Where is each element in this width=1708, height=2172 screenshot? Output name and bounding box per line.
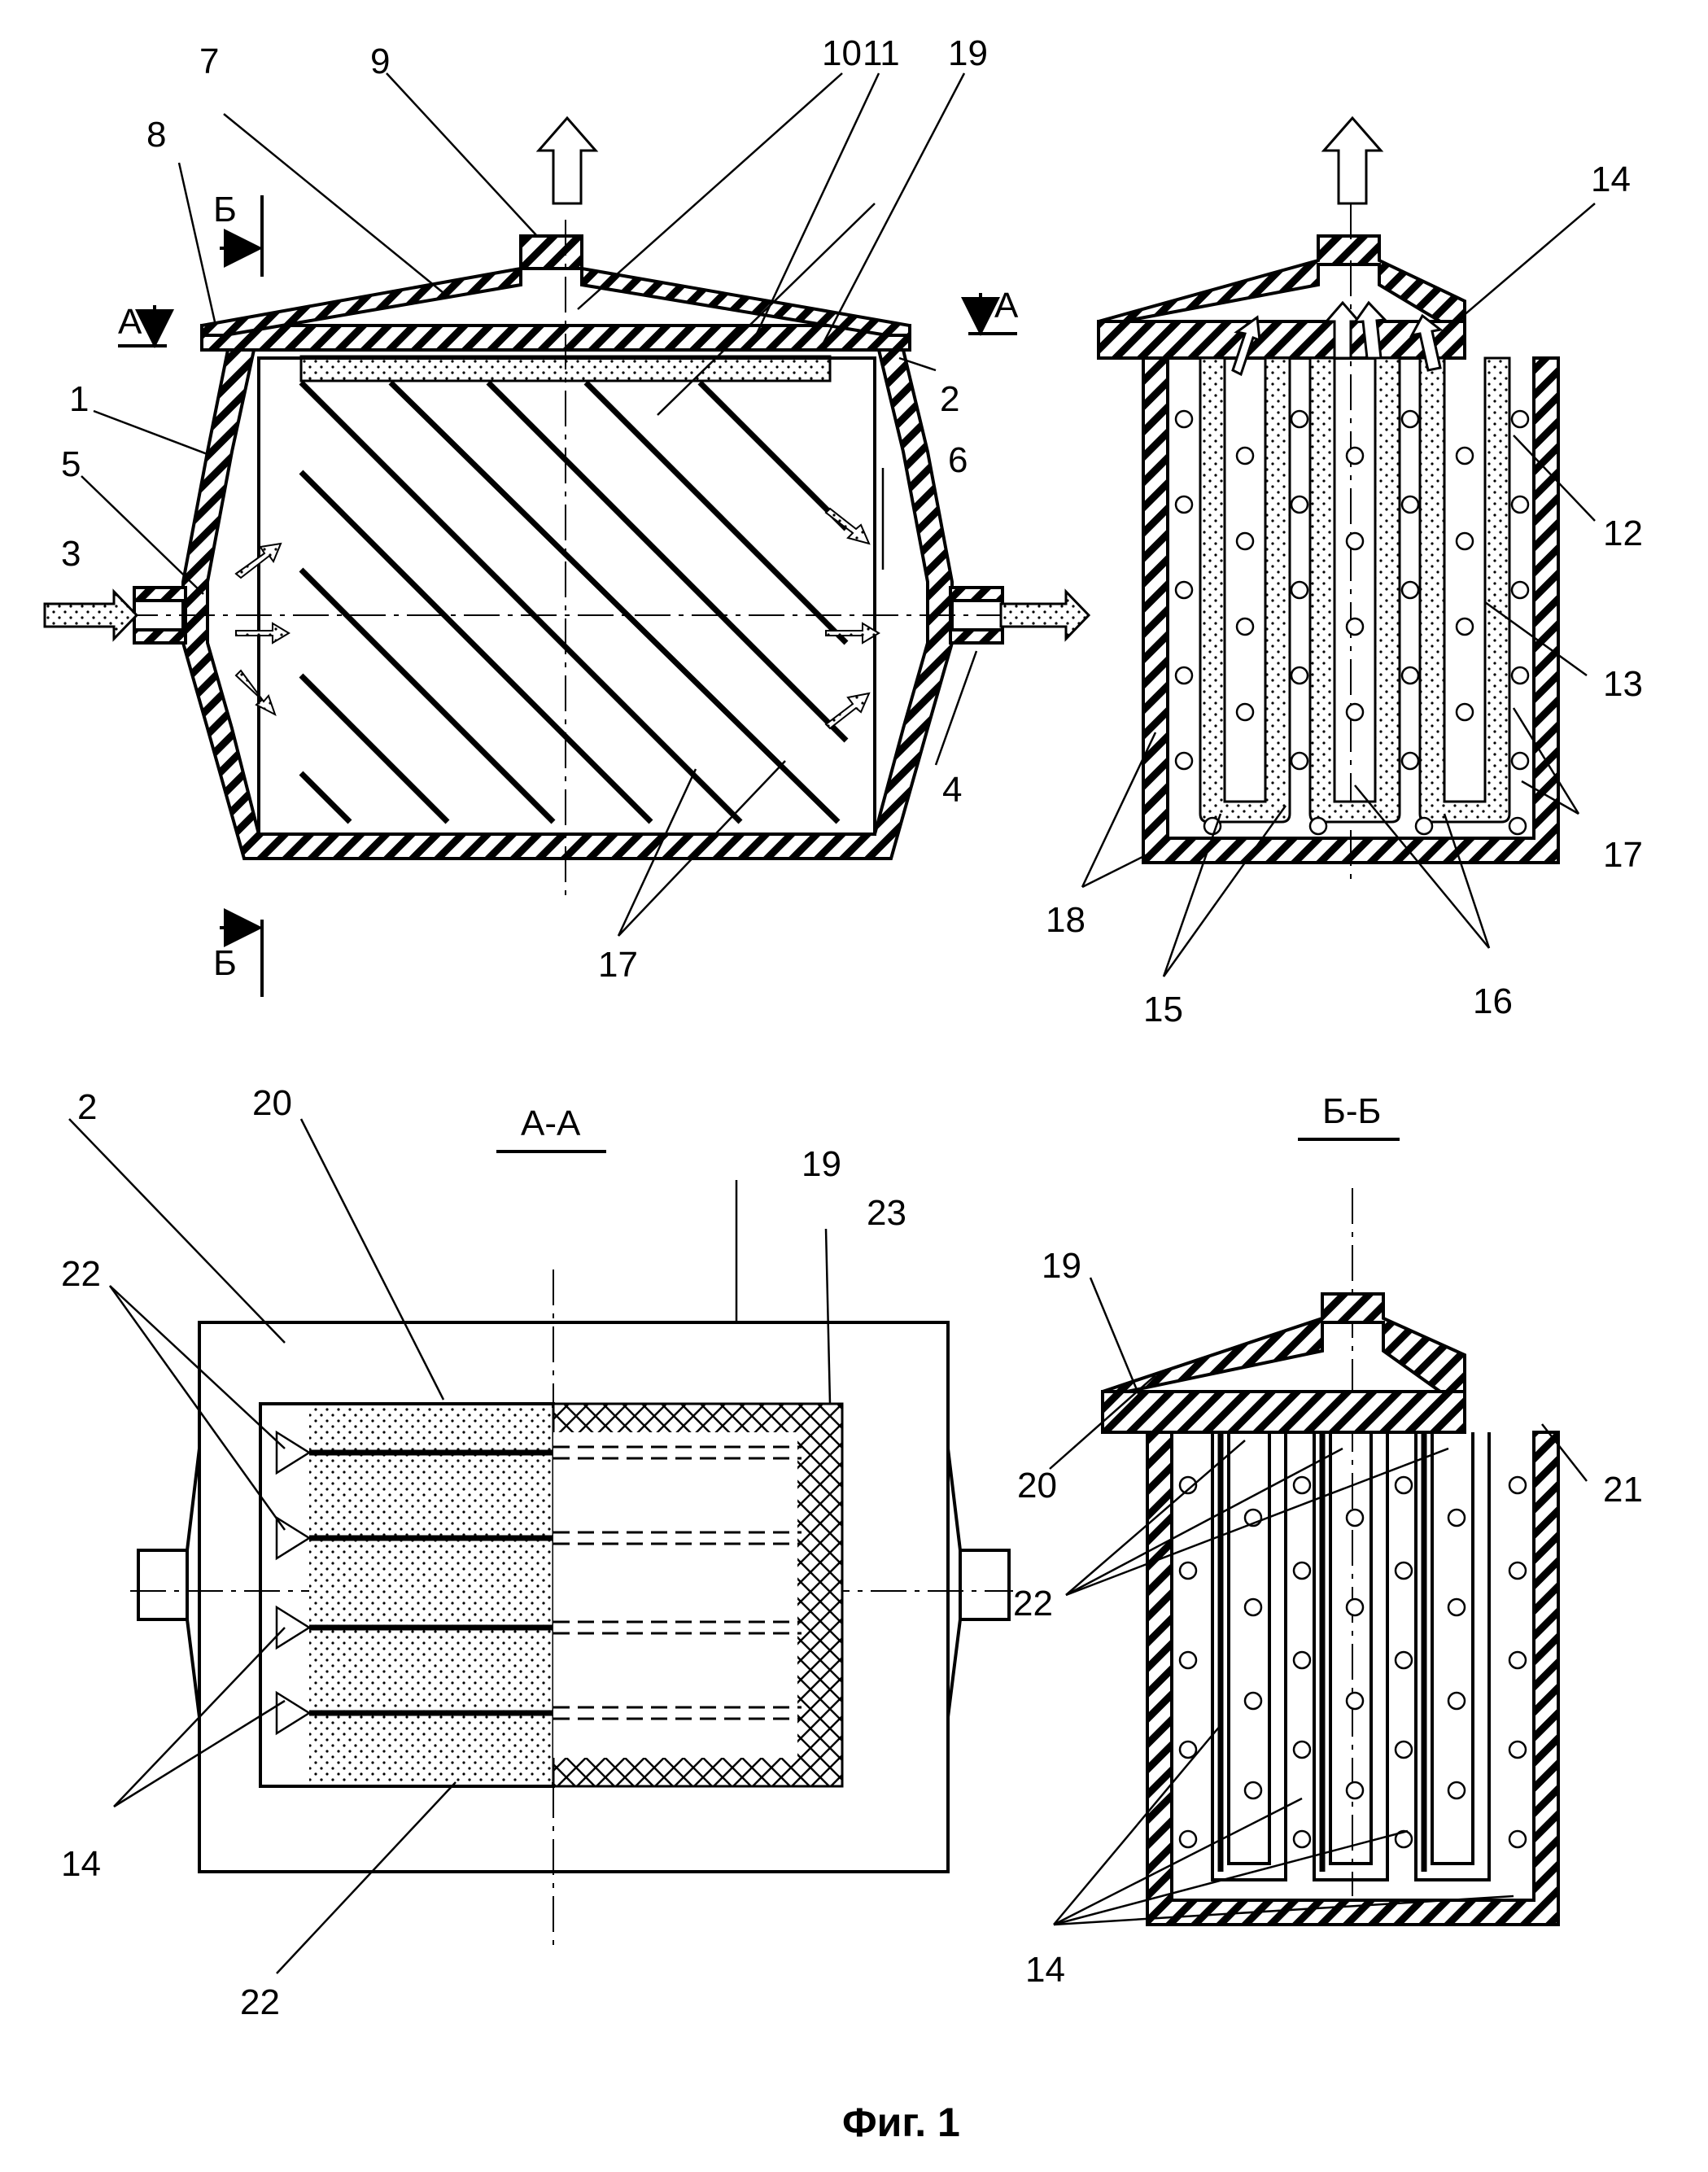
section-bb: Б-Б [1013, 1091, 1643, 1990]
inlet-arrow-icon [45, 592, 137, 639]
u-tube-membranes [1200, 358, 1509, 822]
channel-stripes [301, 382, 846, 822]
flow-arrow-icon [236, 671, 275, 715]
up-arrow-icon [539, 118, 596, 203]
part-label: 17 [598, 945, 638, 985]
part-label: 10 [822, 33, 862, 73]
dotted-filler [309, 1408, 553, 1782]
part-label: 18 [1046, 900, 1086, 940]
figure-caption: Фиг. 1 [842, 2100, 960, 2145]
part-label: 2 [77, 1087, 97, 1127]
outlet-pipe [948, 1449, 1009, 1717]
part-label: 4 [942, 770, 962, 810]
flow-arrow-icon [826, 509, 869, 544]
flow-arrow-icon [826, 693, 869, 728]
part-label: 14 [61, 1844, 101, 1884]
section-mark-label: Б [213, 943, 237, 983]
part-label: 20 [252, 1083, 292, 1123]
part-label: 16 [1473, 981, 1513, 1021]
section-mark-label: А [994, 286, 1019, 326]
flange-plate [1103, 1392, 1465, 1432]
section-title: А-А [521, 1103, 581, 1143]
part-label: 19 [1042, 1246, 1081, 1286]
section-title: Б-Б [1322, 1091, 1381, 1131]
part-label: 6 [948, 440, 968, 480]
part-label: 13 [1603, 664, 1643, 704]
part-label: 21 [1603, 1470, 1643, 1510]
part-label: 14 [1591, 160, 1631, 199]
part-label: 20 [1017, 1466, 1057, 1506]
part-label: 22 [61, 1254, 101, 1294]
flange-plate [202, 326, 910, 350]
part-label: 12 [1603, 514, 1643, 553]
flow-arrow-icon [826, 623, 879, 643]
section-aa: А-А [61, 1083, 1013, 2022]
part-label: 19 [948, 33, 988, 73]
lid [1103, 1294, 1465, 1392]
part-label: 3 [61, 534, 81, 574]
part-label: 23 [867, 1193, 906, 1233]
housing-shell [183, 350, 952, 859]
part-label: 1 [69, 379, 89, 419]
lid [1099, 236, 1465, 321]
flow-arrow-icon [236, 623, 289, 643]
part-label: 11 [863, 33, 900, 73]
part-label: 22 [240, 1982, 280, 2022]
part-label: 5 [61, 444, 81, 484]
u-tube-bundle [1212, 1432, 1489, 1880]
part-label: 19 [802, 1144, 841, 1184]
outlet-arrow-icon [1001, 592, 1089, 639]
part-label: 8 [146, 115, 166, 155]
up-arrow-icon [1324, 118, 1381, 203]
part-label: 22 [1013, 1584, 1053, 1624]
part-label: 7 [199, 42, 219, 81]
lid [202, 236, 910, 335]
part-label: 14 [1025, 1950, 1065, 1990]
part-label: 2 [940, 379, 959, 419]
part-label: 15 [1143, 990, 1183, 1029]
section-mark-label: Б [213, 190, 237, 229]
part-label: 17 [1603, 835, 1643, 875]
flange-plate [1099, 321, 1465, 358]
part-label: 9 [370, 42, 390, 81]
inlet-pipe [138, 1449, 199, 1717]
side-view: 14 12 13 17 18 15 16 [1046, 118, 1643, 1029]
front-view: А А Б Б 7 8 9 10 11 19 1 5 3 2 6 [45, 33, 1089, 997]
granules [1176, 411, 1528, 834]
section-mark-label: А [118, 302, 142, 342]
